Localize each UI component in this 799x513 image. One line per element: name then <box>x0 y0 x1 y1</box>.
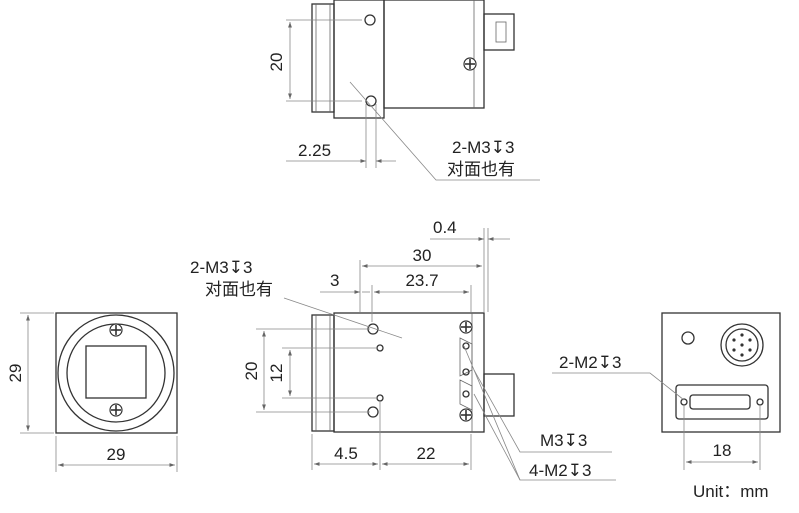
rear-port-inner <box>689 394 751 410</box>
rear-body <box>661 312 781 433</box>
rear-leader <box>552 372 685 401</box>
rear-port-hole-right <box>756 398 764 406</box>
top-screw-icon <box>463 57 477 71</box>
top-leader-line <box>349 81 540 181</box>
top-hole-lower <box>365 95 377 107</box>
side-dim-20: 20 <box>242 362 261 381</box>
side-dim-23-7: 23.7 <box>405 271 438 290</box>
side-dim-30: 30 <box>413 246 432 265</box>
top-dim-2-25: 2.25 <box>298 141 331 160</box>
side-screw-top-icon <box>459 320 473 334</box>
side-screw-bottom-icon <box>459 408 473 422</box>
top-hole-upper <box>364 14 376 26</box>
top-note-opposite: 对面也有 <box>447 160 515 179</box>
side-note-m3: M3↧3 <box>540 431 587 450</box>
top-dim-20: 20 <box>267 53 286 72</box>
top-note-thread: 2-M3↧3 <box>452 138 514 157</box>
rear-view: 2-M2↧3 18 <box>552 312 781 470</box>
side-dim-12: 12 <box>267 364 286 383</box>
front-view: 29 29 <box>6 312 178 472</box>
side-note-opposite: 对面也有 <box>205 280 273 299</box>
side-note-thread: 2-M3↧3 <box>190 258 252 277</box>
side-view: 0.4 30 3 23.7 2-M3↧3 对面也有 20 12 4.5 <box>190 218 616 481</box>
side-connector <box>483 373 515 417</box>
front-screw-bottom-icon <box>109 403 123 417</box>
top-connector <box>483 13 515 51</box>
front-dim-29-height: 29 <box>6 364 25 383</box>
side-lens-tube <box>311 314 335 432</box>
rear-hole <box>681 331 695 345</box>
side-dim-3: 3 <box>330 271 339 290</box>
front-body <box>55 312 178 434</box>
top-view: 20 2.25 2-M3↧3 对面也有 <box>267 0 540 181</box>
side-dim-0-4: 0.4 <box>433 218 457 237</box>
side-note-m2: 4-M2↧3 <box>529 461 591 480</box>
rear-dim-18: 18 <box>713 441 732 460</box>
front-sensor-window <box>85 345 147 399</box>
front-dim-29-width: 29 <box>107 445 126 464</box>
front-screw-top-icon <box>109 323 123 337</box>
rear-port-outer <box>675 384 769 420</box>
top-body <box>383 0 485 109</box>
rear-round-connector <box>720 323 764 367</box>
rear-note-thread: 2-M2↧3 <box>559 353 621 372</box>
side-body <box>333 312 485 433</box>
side-dim-22: 22 <box>417 444 436 463</box>
side-hole-m2-upper <box>376 344 384 352</box>
unit-label: Unit：mm <box>693 482 769 501</box>
side-dim-4-5: 4.5 <box>334 444 358 463</box>
side-leader-m3-opposite <box>283 297 403 339</box>
side-leader-m3 <box>473 369 612 453</box>
front-lens-ring-outer <box>57 314 175 432</box>
side-hole-m2-lower <box>376 394 384 402</box>
